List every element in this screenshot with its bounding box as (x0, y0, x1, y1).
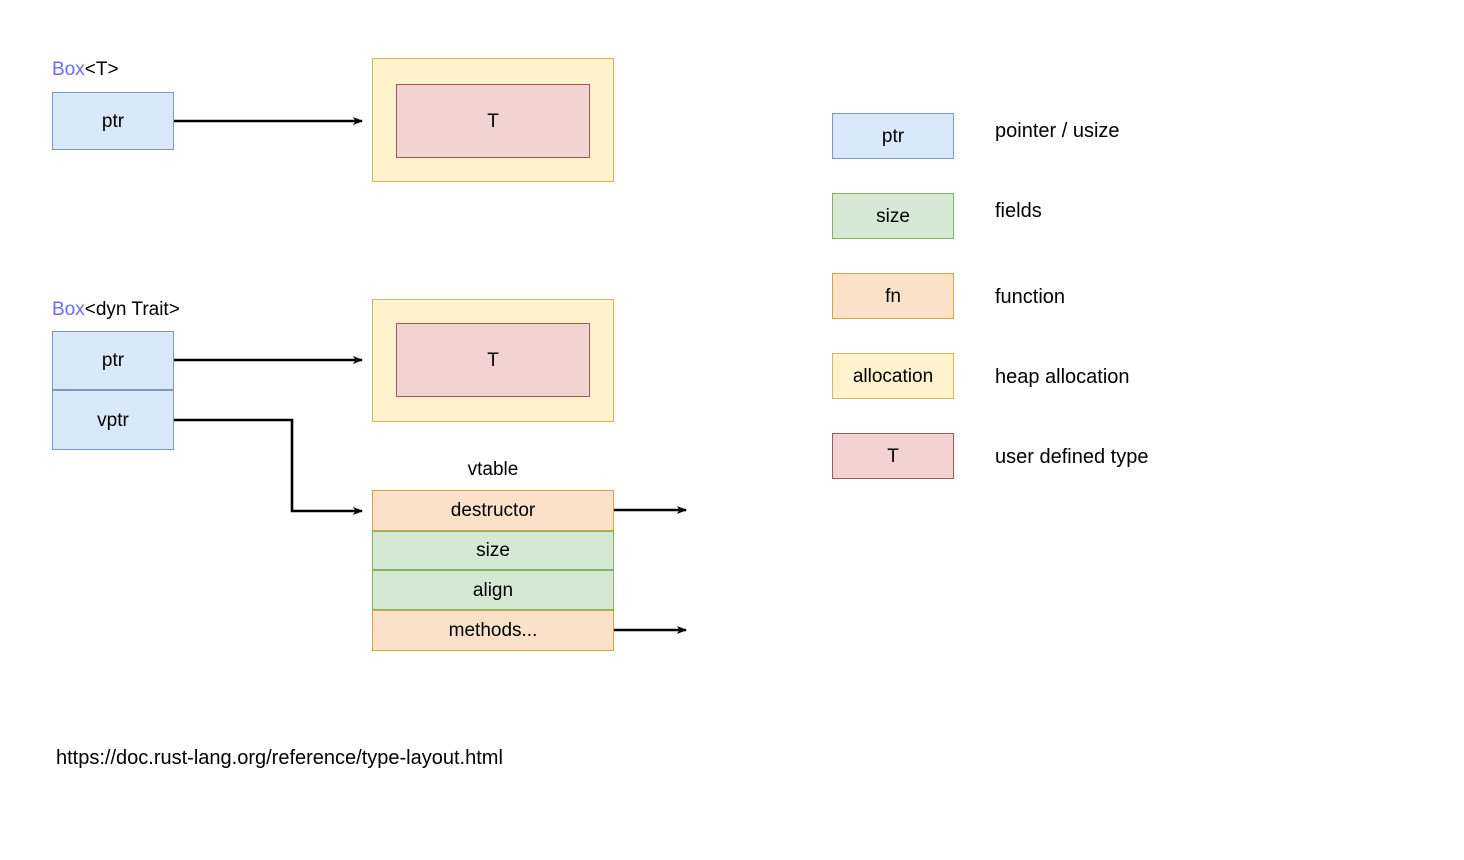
vtable-row-destructor: destructor (372, 490, 614, 531)
box-t-slot-ptr: ptr (52, 92, 174, 150)
source-url: https://doc.rust-lang.org/reference/type… (56, 748, 503, 768)
vtable-row-methods-label: methods... (448, 620, 538, 641)
legend-description-allocation-text: heap allocation (995, 366, 1130, 388)
legend-description-pointer-text: pointer / usize (995, 120, 1120, 142)
legend-swatch-type: T (832, 433, 954, 479)
legend-swatch-field-label: size (876, 205, 910, 227)
legend-description-fn: function (995, 287, 1065, 307)
vtable-row-align-label: align (472, 579, 514, 601)
box-t-allocation-inner-type: T (396, 84, 590, 158)
vtable-row-size-label: size (476, 540, 510, 561)
legend-swatch-type-label: T (887, 445, 899, 467)
vtable-row-methods: methods... (372, 610, 614, 651)
legend-description-type: user defined type (995, 447, 1148, 467)
source-url-text: https://doc.rust-lang.org/reference/type… (56, 747, 503, 769)
box-dyn-allocation-inner-type: T (396, 323, 590, 397)
legend-swatch-allocation-label: allocation (852, 365, 934, 387)
vtable-caption: vtable (372, 460, 614, 479)
box-t-title: Box<T> (52, 60, 119, 79)
box-dyn-title: Box<dyn Trait> (52, 300, 180, 319)
vtable-row-align: align (372, 570, 614, 610)
legend-swatch-allocation: allocation (832, 353, 954, 399)
legend-swatch-fn-label: fn (885, 285, 901, 307)
legend-description-field-text: fields (995, 200, 1042, 222)
box-dyn-slot-ptr: ptr (52, 331, 174, 390)
legend-swatch-pointer-label: ptr (881, 125, 905, 147)
legend-description-allocation: heap allocation (995, 367, 1130, 387)
vtable-row-destructor-label: destructor (450, 500, 536, 521)
legend-swatch-field: size (832, 193, 954, 239)
legend-description-type-text: user defined type (995, 446, 1149, 468)
box-dyn-slot-vptr: vptr (52, 390, 174, 450)
legend-swatch-pointer: ptr (832, 113, 954, 159)
legend-description-field: fields (995, 201, 1042, 221)
box-t-allocation-inner-type-label: T (487, 110, 499, 132)
vtable-caption-label: vtable (467, 459, 519, 480)
box-t-generic: <T> (84, 59, 119, 80)
box-dyn-generic: <dyn Trait> (84, 299, 180, 320)
box-dyn-slot-ptr-label: ptr (101, 350, 125, 371)
vtable-row-size: size (372, 531, 614, 570)
wire-boxdyn-vptr-to-vtable (174, 418, 363, 515)
box-dyn-slot-vptr-label: vptr (97, 409, 129, 431)
box-t-keyword: Box (52, 59, 85, 80)
legend-description-fn-text: function (995, 286, 1066, 308)
legend-description-pointer: pointer / usize (995, 121, 1120, 141)
box-t-slot-ptr-label: ptr (101, 110, 125, 132)
legend-swatch-fn: fn (832, 273, 954, 319)
box-dyn-keyword: Box (52, 299, 85, 320)
box-dyn-allocation-inner-type-label: T (487, 349, 499, 371)
